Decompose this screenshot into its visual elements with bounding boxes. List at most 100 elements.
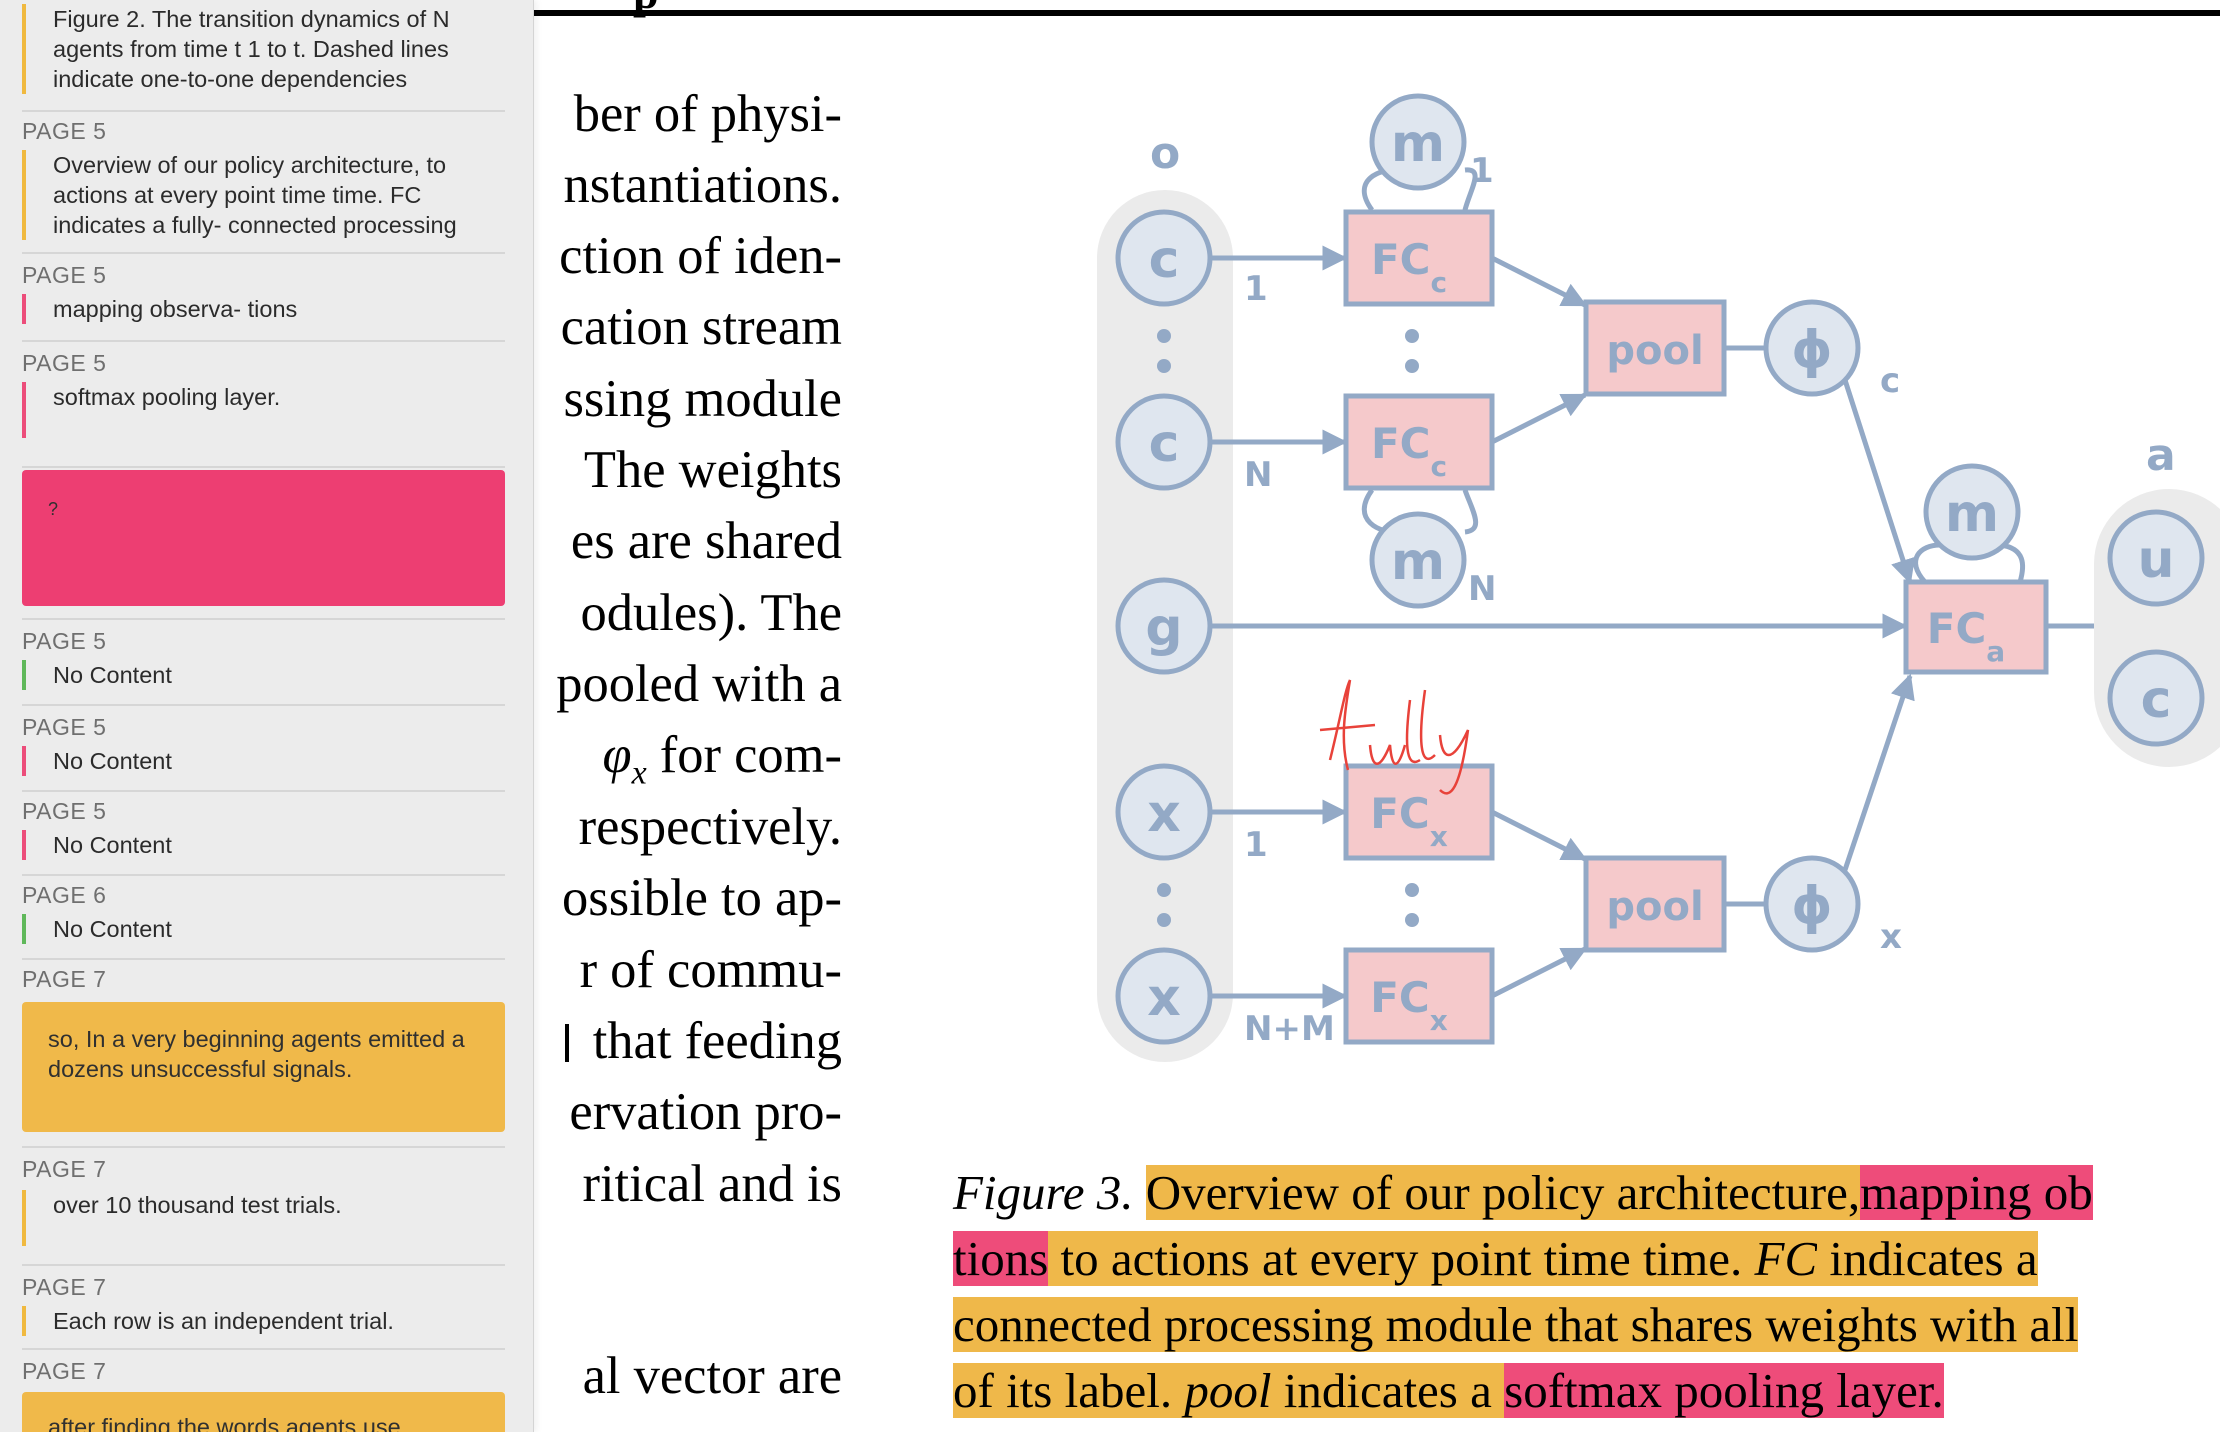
highlight-fc[interactable]: FC bbox=[1754, 1231, 1818, 1286]
node-cN-label: c bbox=[1149, 414, 1180, 474]
annotation-card[interactable]: Figure 2. The transition dynamics of N a… bbox=[22, 0, 505, 112]
annotation-text: No Content bbox=[22, 746, 505, 776]
body-text-line: nstantiations. bbox=[563, 156, 842, 214]
label-phi-c: c bbox=[1880, 361, 1900, 401]
node-phi-c-label: ϕ bbox=[1791, 320, 1832, 380]
node-x1 bbox=[1115, 763, 1213, 861]
annotation-card[interactable]: PAGE 7 over 10 thousand test trials. bbox=[22, 1148, 505, 1266]
highlight-actions[interactable]: to actions at every point time time. bbox=[1060, 1231, 1743, 1286]
annotation-card[interactable]: PAGE 5 Overview of our policy architectur… bbox=[22, 112, 505, 254]
edge-phix-fca bbox=[1842, 673, 1915, 871]
highlight-indicates-2[interactable]: indicates a bbox=[1283, 1363, 1492, 1418]
body-text-line: The weights bbox=[583, 441, 842, 499]
node-c1-label: c bbox=[1149, 230, 1180, 290]
edge-fc-pool bbox=[1490, 809, 1588, 862]
annotation-card[interactable]: PAGE 7 bbox=[22, 966, 505, 1006]
body-text-line: pooled with a bbox=[556, 655, 842, 713]
annotation-text: No Content bbox=[22, 660, 505, 690]
highlight-connected[interactable]: connected processing module that shares … bbox=[953, 1297, 2079, 1352]
annotation-page-label: PAGE 7 bbox=[22, 1156, 107, 1182]
annotation-text: No Content bbox=[22, 830, 505, 860]
node-xNM bbox=[1115, 947, 1213, 1045]
annotation-card[interactable]: PAGE 5 No Content bbox=[22, 620, 505, 706]
body-text-line: es are shared bbox=[570, 512, 842, 570]
note-block-agents-signals[interactable]: so, In a very beginning agents emitted a… bbox=[22, 1002, 505, 1132]
body-text-line: ossible to ap- bbox=[562, 869, 842, 927]
pool-x bbox=[1583, 855, 1727, 953]
node-m-top-label: m bbox=[1391, 114, 1445, 174]
body-text-line: r of commu- bbox=[579, 941, 842, 999]
annotation-page-label: PAGE 5 bbox=[22, 628, 107, 654]
figure-3-diagram: ccgxxmmmucϕϕFCcFCcFCxFCxFCapoolpooloa1N1… bbox=[1097, 93, 2220, 1062]
annotation-text: No Content bbox=[22, 914, 505, 944]
node-x1-label: x bbox=[1147, 784, 1181, 844]
node-m-bottom-label: m bbox=[1391, 532, 1445, 592]
ellipsis-dot bbox=[1157, 883, 1171, 897]
fc-c-top bbox=[1343, 209, 1495, 307]
annotation-page-label: PAGE 7 bbox=[22, 1358, 107, 1384]
node-g bbox=[1115, 577, 1213, 675]
caption-label: Figure 3. bbox=[953, 1165, 1134, 1220]
highlight-of-its-label[interactable]: of its label. bbox=[953, 1363, 1173, 1418]
edge-fc-pool bbox=[1490, 946, 1588, 999]
label-N: N bbox=[1468, 569, 1496, 609]
body-text-line: al vector are bbox=[582, 1347, 842, 1405]
annotation-page-label: PAGE 5 bbox=[22, 714, 107, 740]
body-text-line: ssing module bbox=[563, 370, 842, 428]
divider bbox=[22, 1146, 505, 1148]
fc-x-top bbox=[1343, 763, 1495, 861]
ellipsis-dot bbox=[1405, 329, 1419, 343]
body-text-line: that feeding bbox=[533, 1011, 842, 1071]
node-phi-c bbox=[1763, 299, 1861, 397]
ellipsis-dot bbox=[1405, 359, 1419, 373]
highlight-overview[interactable]: Overview of our policy architecture, bbox=[1145, 1165, 1861, 1220]
annotation-text: Overview of our policy architecture, to … bbox=[22, 150, 505, 240]
node-u-label: u bbox=[2137, 530, 2174, 590]
highlight-mapping[interactable]: mapping ob bbox=[1860, 1165, 2093, 1220]
annotation-page-label: PAGE 5 bbox=[22, 118, 107, 144]
annotations-sidebar: Figure 2. The transition dynamics of N a… bbox=[0, 0, 534, 1432]
label-a: a bbox=[2146, 430, 2176, 481]
pool-x-label: pool bbox=[1606, 884, 1703, 930]
annotation-page-label: PAGE 5 bbox=[22, 798, 107, 824]
label-phi-x: x bbox=[1880, 917, 1902, 957]
handwritten-fully bbox=[1319, 679, 1470, 795]
fc-a bbox=[1903, 579, 2049, 675]
annotation-page-label: PAGE 7 bbox=[22, 966, 107, 992]
fc-c-bottom bbox=[1343, 393, 1495, 491]
note-block-question[interactable]: ? bbox=[22, 470, 505, 606]
annotation-text: softmax pooling layer. bbox=[22, 382, 505, 438]
annotation-card[interactable]: PAGE 7 bbox=[22, 1358, 505, 1398]
node-phi-x-label: ϕ bbox=[1791, 876, 1832, 936]
ellipsis-dot bbox=[1405, 883, 1419, 897]
edge-fc-pool bbox=[1490, 392, 1588, 445]
body-text-line: ber of physi- bbox=[573, 85, 842, 143]
note-text: after finding the words agents use bbox=[48, 1414, 401, 1432]
label-1: 1 bbox=[1244, 269, 1268, 309]
node-c-out-label: c bbox=[2141, 670, 2172, 730]
label-1: 1 bbox=[1470, 151, 1494, 191]
highlight-indicates[interactable]: indicates a bbox=[1829, 1231, 2038, 1286]
highlight-pool[interactable]: pool bbox=[1184, 1363, 1272, 1418]
annotation-card[interactable]: PAGE 5 No Content bbox=[22, 706, 505, 792]
phi-symbol: φx bbox=[602, 726, 647, 792]
annotation-card[interactable]: PAGE 5 No Content bbox=[22, 790, 505, 876]
label-N: N bbox=[1244, 455, 1272, 495]
body-text-line: respectively. bbox=[578, 798, 842, 856]
highlight-tions[interactable]: tions bbox=[953, 1231, 1049, 1286]
ellipsis-dot bbox=[1405, 913, 1419, 927]
edge-fc-pool bbox=[1490, 255, 1588, 308]
annotation-page-label: PAGE 5 bbox=[22, 262, 107, 288]
heading-rule bbox=[533, 10, 2220, 16]
annotation-text: over 10 thousand test trials. bbox=[22, 1190, 505, 1246]
highlight-softmax[interactable]: softmax pooling layer. bbox=[1504, 1363, 1944, 1418]
edge-phic-fca bbox=[1842, 379, 1916, 585]
node-u bbox=[2107, 509, 2205, 607]
pdf-page: p ber of physi-nstantiations.ction of id… bbox=[533, 0, 2220, 1432]
note-block-words[interactable]: after finding the words agents use bbox=[22, 1392, 505, 1432]
node-m-right bbox=[1923, 463, 2021, 561]
